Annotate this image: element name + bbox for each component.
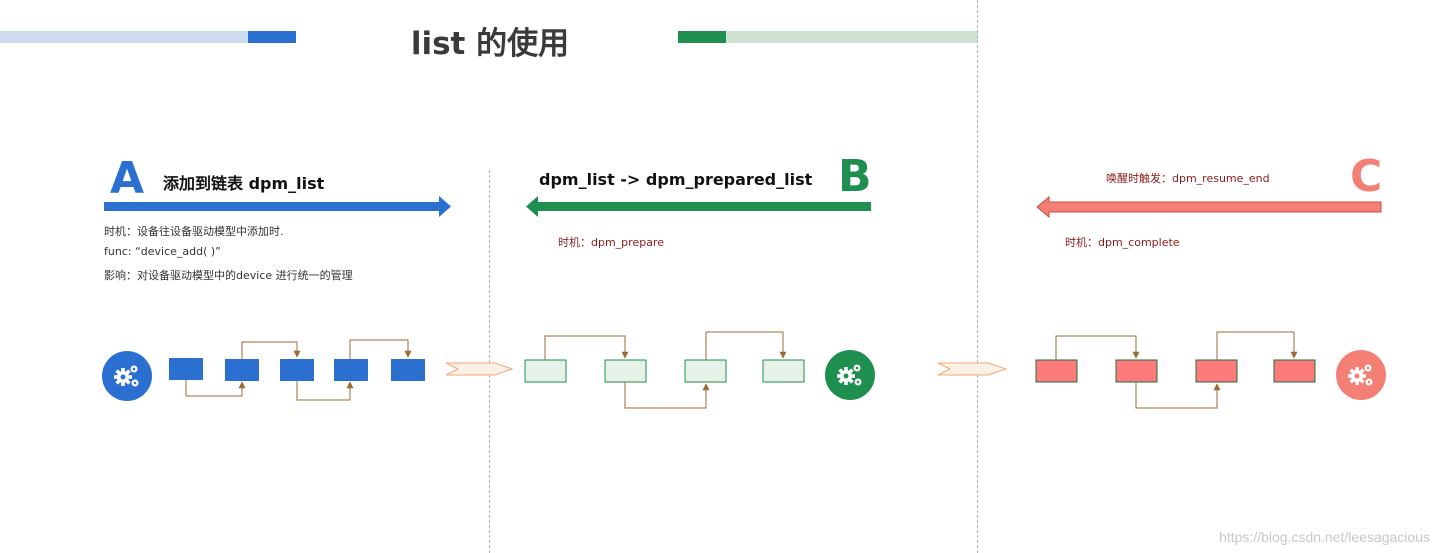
gears-icon bbox=[114, 365, 139, 387]
list-link bbox=[296, 381, 354, 401]
section-a-line-1: 时机：设备往设备驱动模型中添加时. bbox=[104, 225, 284, 238]
list-node bbox=[604, 359, 647, 383]
list-node bbox=[280, 359, 314, 381]
section-c-gears-icon bbox=[1336, 350, 1386, 400]
gears-icon bbox=[1348, 364, 1373, 386]
section-a-letter: A bbox=[110, 153, 145, 204]
list-link bbox=[1055, 335, 1140, 360]
list-node bbox=[1035, 359, 1078, 383]
list-node bbox=[1115, 359, 1158, 383]
list-node bbox=[1273, 359, 1316, 383]
section-b-letter: B bbox=[838, 151, 872, 202]
list-node bbox=[225, 359, 259, 381]
list-node bbox=[169, 358, 203, 380]
section-b-heading: dpm_list -> dpm_prepared_list bbox=[539, 170, 813, 189]
section-c-arrow bbox=[1036, 195, 1382, 219]
list-link bbox=[705, 331, 787, 360]
list-node bbox=[1195, 359, 1238, 383]
list-link bbox=[241, 341, 301, 359]
title-bar-left-light bbox=[0, 31, 248, 43]
list-node bbox=[762, 359, 805, 383]
section-a-arrow bbox=[104, 196, 451, 217]
list-link bbox=[349, 339, 412, 359]
section-a-list bbox=[169, 339, 425, 401]
section-b-list bbox=[524, 331, 805, 409]
list-node bbox=[524, 359, 567, 383]
list-link bbox=[544, 335, 629, 360]
divider-ab bbox=[489, 170, 490, 553]
section-b-timing: 时机：dpm_prepare bbox=[558, 236, 664, 249]
section-c-timing: 时机：dpm_complete bbox=[1065, 236, 1180, 249]
watermark: https://blog.csdn.net/leesagacious bbox=[1219, 529, 1430, 545]
section-a-line-2: func: “device_add( )” bbox=[104, 245, 221, 258]
list-link bbox=[1135, 382, 1221, 409]
title-bar-left-dark bbox=[248, 31, 296, 43]
list-node bbox=[391, 359, 425, 381]
section-a-line-3: 影响：对设备驱动模型中的device 进行统一的管理 bbox=[104, 269, 353, 282]
list-node bbox=[684, 359, 727, 383]
page-title: list 的使用 bbox=[410, 26, 570, 62]
section-b-gears-icon bbox=[825, 350, 875, 400]
list-node bbox=[334, 359, 368, 381]
section-a-gears-icon bbox=[102, 351, 152, 401]
title-bar-right-light bbox=[726, 31, 978, 43]
gears-icon bbox=[837, 364, 862, 386]
section-a-heading: 添加到链表 dpm_list bbox=[163, 174, 325, 193]
title-bar-right-dark bbox=[678, 31, 726, 43]
section-c-heading: 唤醒时触发：dpm_resume_end bbox=[1106, 172, 1270, 185]
section-c-list bbox=[1035, 331, 1316, 409]
section-c-letter: C bbox=[1350, 151, 1383, 202]
list-link bbox=[185, 380, 246, 397]
list-link bbox=[1216, 331, 1298, 360]
transition-chevron-bc bbox=[937, 362, 1008, 376]
list-link bbox=[624, 382, 710, 409]
divider-bc bbox=[977, 0, 978, 553]
section-b-arrow bbox=[526, 196, 871, 217]
transition-chevron-ab bbox=[445, 362, 514, 376]
